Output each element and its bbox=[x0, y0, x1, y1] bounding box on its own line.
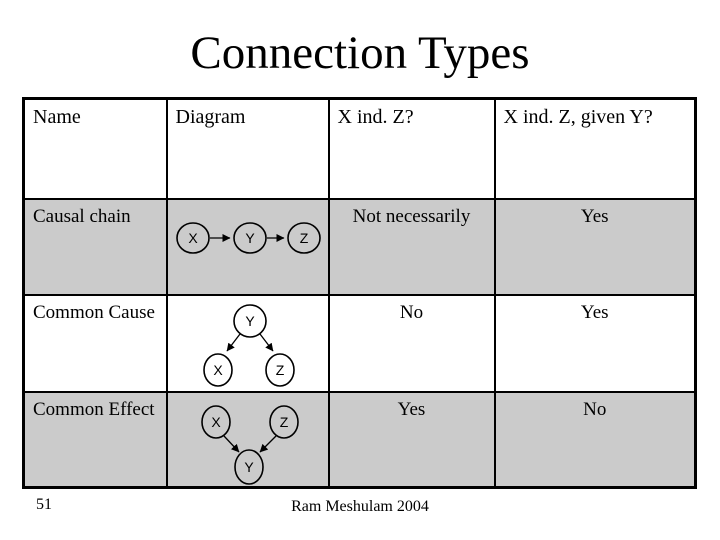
node-z bbox=[286, 221, 321, 254]
table-row-causal-chain: Causal chain X Y Z bbox=[22, 197, 697, 296]
answer-x-ind-z-common-cause: No bbox=[327, 293, 496, 393]
answer-x-ind-z-given-y-common-cause: Yes bbox=[493, 293, 697, 393]
causal-chain-diagram-svg: X Y Z bbox=[175, 221, 321, 254]
row-name-common-cause: Common Cause bbox=[22, 293, 168, 393]
answer-x-ind-z-given-y-causal-chain: Yes bbox=[493, 197, 697, 296]
page-title: Connection Types bbox=[190, 27, 530, 79]
node-y bbox=[232, 221, 267, 254]
node-y-label: Y bbox=[244, 459, 254, 475]
table-header-row: Name Diagram X ind. Z? X ind. Z, given Y… bbox=[22, 97, 697, 200]
answer-x-ind-z-given-y-common-effect: No bbox=[493, 390, 697, 489]
node-x bbox=[202, 352, 233, 387]
node-y-label: Y bbox=[245, 313, 255, 329]
common-effect-diagram-svg: X Z Y bbox=[200, 404, 299, 485]
row-name-causal-chain: Causal chain bbox=[22, 197, 168, 296]
row-name-common-effect: Common Effect bbox=[22, 390, 168, 489]
node-x-label: X bbox=[188, 230, 198, 246]
node-z-label: Z bbox=[299, 230, 308, 246]
node-x-label: X bbox=[213, 362, 223, 378]
edge-z-to-y bbox=[259, 435, 276, 452]
node-z-label: Z bbox=[275, 362, 284, 378]
answer-x-ind-z-causal-chain: Not necessarily bbox=[327, 197, 496, 296]
node-z bbox=[264, 352, 295, 387]
column-header-diagram: Diagram bbox=[165, 97, 330, 200]
edge-y-to-z bbox=[258, 333, 274, 351]
node-x bbox=[200, 404, 231, 439]
diagram-common-effect: X Z Y bbox=[165, 390, 330, 489]
diagram-causal-chain: X Y Z bbox=[165, 197, 330, 296]
node-x-label: X bbox=[211, 414, 221, 430]
node-z bbox=[268, 404, 299, 439]
node-x bbox=[175, 221, 210, 254]
node-y bbox=[233, 448, 264, 485]
diagram-common-cause: Y X Z bbox=[165, 293, 330, 393]
node-y-label: Y bbox=[245, 230, 255, 246]
connection-types-table: Name Diagram X ind. Z? X ind. Z, given Y… bbox=[22, 97, 697, 489]
node-z-label: Z bbox=[279, 414, 288, 430]
node-y bbox=[232, 303, 267, 338]
edge-y-to-x bbox=[225, 333, 241, 351]
column-header-x-ind-z-given-y: X ind. Z, given Y? bbox=[493, 97, 697, 200]
answer-x-ind-z-common-effect: Yes bbox=[327, 390, 496, 489]
edge-x-to-y bbox=[223, 435, 239, 452]
slide-footer-credit: Ram Meshulam 2004 bbox=[291, 498, 429, 515]
table-row-common-cause: Common Cause Y X Z bbox=[22, 293, 697, 393]
slide-page-number: 51 bbox=[36, 496, 52, 513]
column-header-x-ind-z: X ind. Z? bbox=[327, 97, 496, 200]
table-row-common-effect: Common Effect X Z Y bbox=[22, 390, 697, 489]
column-header-name: Name bbox=[22, 97, 168, 200]
common-cause-diagram-svg: Y X Z bbox=[202, 303, 295, 387]
